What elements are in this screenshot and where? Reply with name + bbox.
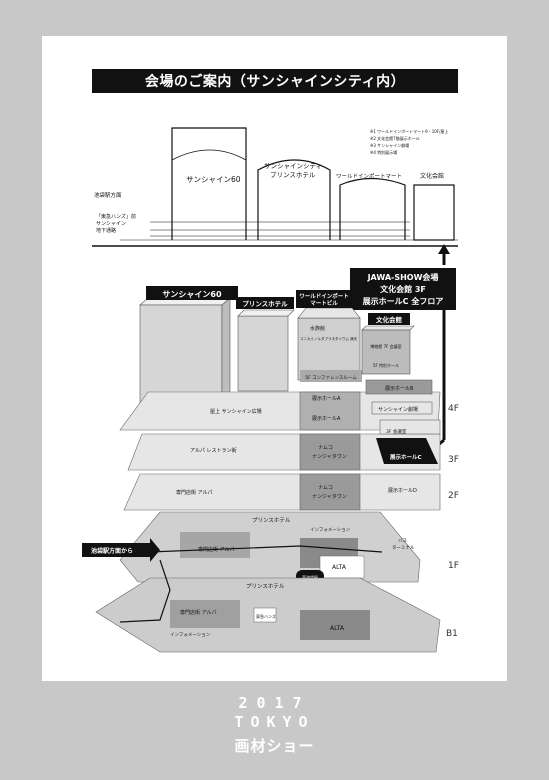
- special-label: 5F 特別ホール: [373, 362, 399, 368]
- floor-4f: 屋上 サンシャイン広場 展示ホールA 展示ホールA 展示ホールB サンシャイン劇…: [119, 379, 459, 431]
- floor-3f: アルパ レストラン街 ナムコ ナンジャタウン 3F 会議室 展示ホールC 3F: [127, 419, 459, 471]
- venue-line3: 展示ホールC 全フロア: [362, 296, 444, 306]
- ikebukuro-direction: 池袋駅方面: [94, 191, 122, 199]
- floor-2f: 専門店街 アルパ ナムコ ナンジャタウン 展示ホールD 2F: [123, 473, 459, 511]
- floor-b1-label: B1: [446, 629, 458, 639]
- alta-1f-label: ALTA: [332, 564, 347, 571]
- info-b1-label: インフォメーション: [170, 632, 211, 638]
- hall-c-highlight: [376, 438, 438, 464]
- alta-b1-label: ALTA: [330, 625, 345, 632]
- bus-2: ターミナル: [392, 544, 415, 551]
- wim-label-1: ワールドインポート: [299, 292, 349, 300]
- note-4: ※4 特別展示場: [370, 149, 397, 155]
- prince-elevation: [257, 159, 331, 240]
- from-ikebukuro-label: 池袋駅方面から: [91, 547, 133, 555]
- culture-label: 文化会館: [375, 315, 403, 324]
- alpa-2f-label: 専門店街 アルパ: [176, 489, 213, 496]
- info-1f-label: インフォメーション: [310, 527, 351, 533]
- prince-elevation-label1: サンシャインシティ: [264, 162, 322, 170]
- wim-elevation-label: ワールドインポートマート: [336, 173, 402, 180]
- from-higashi-1: 東池袋駅: [302, 574, 318, 580]
- floor-1f: プリンスホテル 専門店街 アルパ インフォメーション ALTA バス ターミナル…: [82, 511, 459, 598]
- sunshine60-label: サンシャイン60: [162, 290, 222, 299]
- floor-1f-label: 1F: [448, 561, 459, 571]
- wim-elevation: [339, 177, 406, 240]
- tokyu-hands-1: 「東急ハンズ」前: [96, 213, 136, 220]
- floor-3f-label: 3F: [448, 455, 459, 465]
- footer-year: 2017: [238, 694, 311, 712]
- aquarium-label: 水族館: [310, 325, 325, 332]
- venue-line1: JAWA-SHOW会場: [367, 272, 439, 282]
- sunshine60-elevation: [171, 127, 247, 240]
- namco-2f-1: ナムコ: [318, 485, 333, 491]
- planetarium-label: コニカミノルタプラネタリウム 満天: [300, 336, 358, 341]
- bus-1: バス: [398, 538, 407, 544]
- roof-plaza-label: 屋上 サンシャイン広場: [210, 408, 262, 415]
- elevation-section: サンシャイン60 サンシャインシティ プリンスホテル ワールドインポートマート …: [92, 127, 458, 265]
- prince-1f-label: プリンスホテル: [252, 517, 291, 524]
- alpa-3f-label: アルパ レストラン街: [190, 447, 237, 454]
- floor-2f-label: 2F: [448, 491, 459, 501]
- page-title: 会場のご案内（サンシャインシティ内）: [92, 69, 458, 93]
- hall-c-label: 展示ホールC: [390, 453, 422, 461]
- venue-line2: 文化会館 3F: [380, 284, 426, 294]
- alpa-b1-label: 専門店街 アルパ: [180, 609, 217, 616]
- floor-4f-label: 4F: [448, 404, 459, 414]
- prince-elevation-label2: プリンスホテル: [270, 171, 316, 179]
- wim-label-2: マートビル: [310, 299, 338, 307]
- tokyu-b1-label: 東急ハンズ: [256, 613, 276, 619]
- prince-label: プリンスホテル: [242, 299, 288, 308]
- note-1: ※1 ワールドインポートマート9・10F/屋上: [370, 128, 448, 134]
- tokyu-hands-3: 地下通路: [96, 227, 116, 234]
- venue-callout: JAWA-SHOW会場 文化会館 3F 展示ホールC 全フロア: [350, 268, 456, 454]
- footer-show: 画材ショー: [234, 737, 315, 755]
- hall-d-label: 展示ホールD: [388, 488, 417, 494]
- culture-elevation: [413, 184, 455, 241]
- footer-city: TOKYO: [234, 713, 315, 731]
- note-3: ※3 サンシャイン劇場: [370, 142, 409, 148]
- namco-2f-2: ナンジャタウン: [312, 493, 347, 500]
- hall-a-4f-label-2: 展示ホールA: [312, 416, 341, 422]
- hall-b-label: 展示ホールB: [385, 386, 414, 392]
- conference-label: 5F コンファレンスルーム: [305, 375, 357, 381]
- sunshine60-elevation-label: サンシャイン60: [186, 175, 241, 184]
- namco-3f-2: ナンジャタウン: [312, 453, 347, 460]
- hall-a-4f-label: 展示ホールA: [312, 396, 341, 402]
- tokyu-hands-2: サンシャイン: [96, 221, 126, 227]
- culture-elevation-label: 文化会館: [420, 172, 444, 180]
- note-2: ※2 文化会館7階展示ホール: [370, 135, 420, 141]
- conf-3f-label: 3F 会議室: [386, 428, 407, 435]
- theatre-label: サンシャイン劇場: [378, 406, 418, 413]
- floor-b1: プリンスホテル 専門店街 アルパ インフォメーション ALTA 東急ハンズ B1: [95, 559, 458, 653]
- namco-3f-1: ナムコ: [318, 445, 333, 451]
- museum-label: 博物館 7F 会議室: [370, 343, 401, 349]
- from-ikebukuro-arrow: [82, 538, 160, 562]
- prince-b1-label: プリンスホテル: [246, 583, 285, 590]
